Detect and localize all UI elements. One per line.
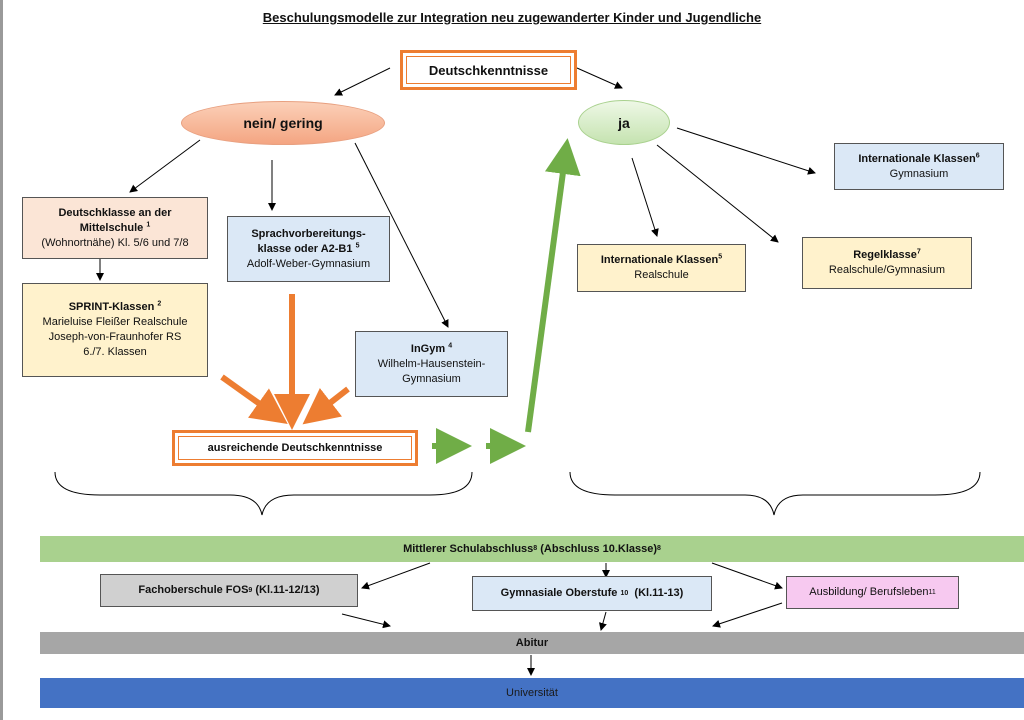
oberstufe-box: Gymnasiale Oberstufe 10 (Kl.11-13) [472,576,712,611]
sprint-line1: SPRINT-Klassen [68,301,155,313]
regelklasse-sup: 7 [916,248,921,256]
ingym-line1: InGym [410,342,446,355]
no-branch-ellipse: nein/ gering [181,101,385,145]
arrow-msa-to-ausbildung [711,562,783,590]
ingym-box: InGym 4 Wilhelm-Hausenstein- Gymnasium [355,331,508,397]
ingym-sup: 4 [448,341,453,349]
deutschklasse-line1: Deutschklasse an der [58,206,172,219]
sprint-box: SPRINT-Klassen 2 Marieluise Fleißer Real… [22,283,208,377]
yes-branch-ellipse: ja [578,100,670,145]
arrow-oberstufe-to-abitur [599,611,607,631]
sprachvorbereitung-box: Sprachvorbereitungs- klasse oder A2-B1 5… [227,216,390,282]
arrow-root-to-yes [576,67,623,89]
arrow-yes-to-regelklasse [656,144,779,243]
arrow-root-to-no [334,67,391,96]
sprint-line2: Marieluise Fleißer Realschule [42,316,188,328]
abitur-label: Abitur [515,637,549,649]
arrow-no-to-ingym [354,142,449,328]
fos-text2: (Kl.11-12/13) [252,584,320,596]
int-gym-line2: Gymnasium [889,167,949,180]
sprachvorbereitung-line3: Adolf-Weber-Gymnasium [246,257,371,270]
ausreichend-node: ausreichende Deutschkenntnisse [172,430,418,466]
left-border [0,0,3,720]
arrow-yes-to-int-rs [631,157,659,237]
arrow-ausbildung-to-abitur [712,602,783,628]
arrow-msa-to-fos [361,562,431,590]
sprint-sup: 2 [157,300,162,308]
fos-text1: Fachoberschule FOS [138,584,249,596]
regelklasse-box: Regelklasse7 Realschule/Gymnasium [802,237,972,289]
yes-branch-label: ja [618,114,630,131]
root-label: Deutschkenntnisse [406,56,571,84]
ingym-line3: Gymnasium [402,372,461,385]
deutschklasse-line3: (Wohnortnähe) Kl. 5/6 und 7/8 [41,236,189,249]
ausbildung-text1: Ausbildung/ Berufsleben [809,586,929,598]
int-rs-line2: Realschule [634,269,689,281]
page-title: Beschulungsmodelle zur Integration neu z… [262,10,762,25]
int-gym-sup: 6 [975,151,980,159]
sprachvorbereitung-line1: Sprachvorbereitungs- [251,227,366,240]
int-rs-sup: 5 [718,253,723,261]
deutschklasse-line2: Mittelschule [79,221,144,234]
regelklasse-line1: Regelklasse [853,249,917,261]
root-node: Deutschkenntnisse [400,50,577,90]
sprachvorbereitung-sup: 5 [355,241,360,249]
uni-band: Universität [40,678,1024,708]
int-gym-box: Internationale Klassen6 Gymnasium [834,143,1004,190]
deutschklasse-sup: 1 [146,220,151,228]
arrow-no-to-deutschklasse [129,139,201,193]
sprint-line3: Joseph-von-Fraunhofer RS [48,331,182,343]
orange-arrow-right [302,386,350,425]
int-rs-line1: Internationale Klassen [600,254,719,266]
no-branch-label: nein/ gering [243,115,323,131]
oberstufe-text1: Gymnasiale Oberstufe [500,587,618,599]
ingym-line2: Wilhelm-Hausenstein- [377,357,486,370]
sprachvorbereitung-line2: klasse oder A2-B1 [257,242,353,255]
abitur-band: Abitur [40,632,1024,654]
arrow-fos-to-abitur [341,613,391,629]
int-rs-box: Internationale Klassen5 Realschule [577,244,746,292]
deutschklasse-box: Deutschklasse an der Mittelschule 1 (Woh… [22,197,208,259]
msa-text2: (Abschluss 10.Klasse) [537,543,658,555]
brace-left [54,471,473,516]
sprint-line4: 6./7. Klassen [83,346,147,358]
uni-label: Universität [506,687,558,699]
ausreichend-label: ausreichende Deutschkenntnisse [178,436,412,460]
oberstufe-text2: (Kl.11-13) [628,587,684,599]
int-gym-line1: Internationale Klassen [858,152,976,165]
arrow-yes-to-int-gym [676,127,816,175]
green-arrow-up [525,138,581,433]
brace-right [569,471,981,516]
orange-arrow-left [220,374,288,424]
regelklasse-line2: Realschule/Gymnasium [828,264,946,276]
msa-text1: Mittlerer Schulabschluss [403,543,534,555]
